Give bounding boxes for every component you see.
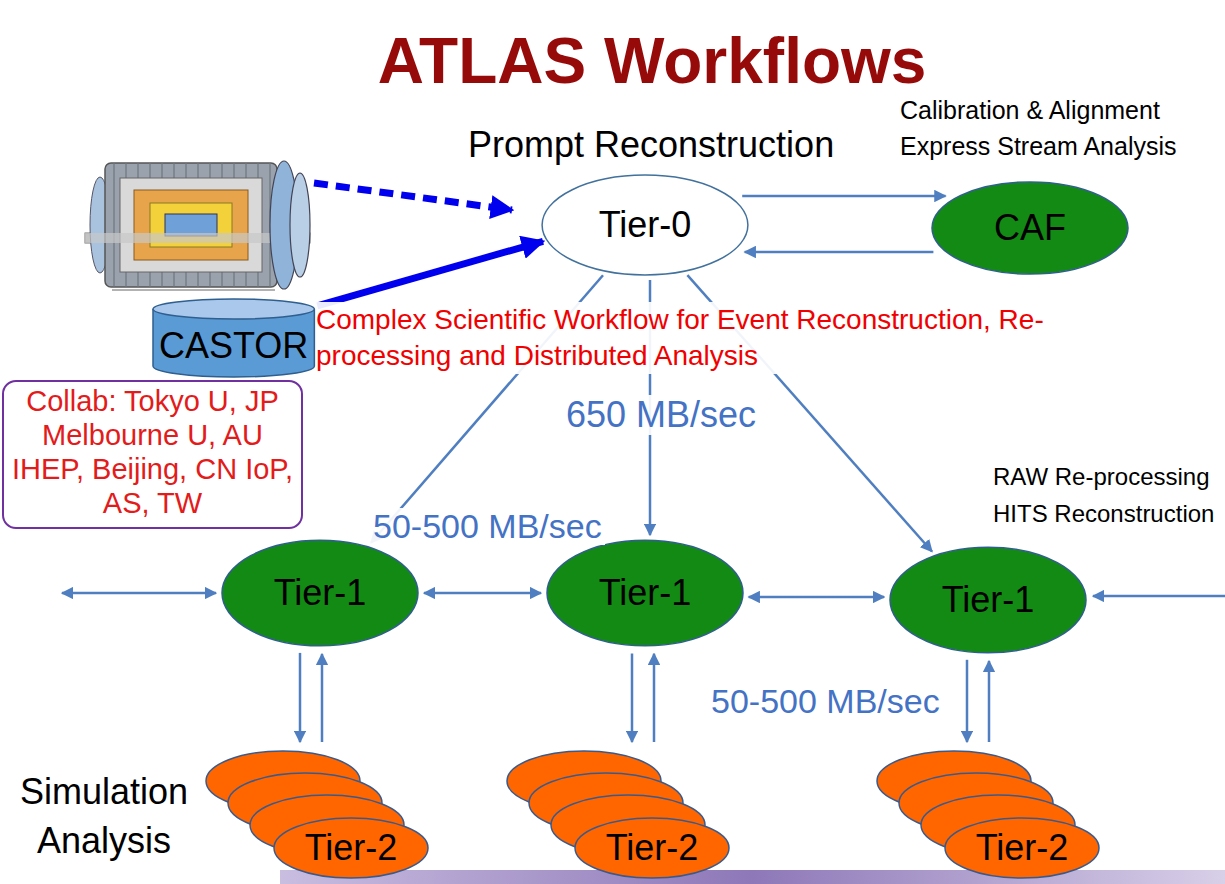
tier1-ellipse: Tier-1 — [220, 538, 420, 648]
ellipse-fill — [890, 547, 1086, 653]
node-text: Tier-2 — [305, 827, 398, 868]
connector-arrow — [742, 195, 945, 198]
connector-arrow — [966, 660, 969, 742]
tier0-ellipse: Tier-0 — [540, 173, 750, 277]
connector-arrow — [299, 653, 302, 742]
cylinder-top — [153, 299, 314, 319]
stage-heading: Prompt Reconstruction — [468, 124, 834, 165]
diagram-title: ATLAS Workflows — [252, 26, 1052, 96]
ellipse-fill — [932, 182, 1128, 274]
ellipse-fill — [542, 175, 748, 275]
workflow-note: Complex Scientific Workflow for Event Re… — [316, 302, 1086, 374]
detector-illustration-part — [112, 290, 275, 291]
tier2-stack: Tier-2 — [506, 748, 732, 880]
node-text: CAF — [994, 207, 1066, 248]
tier2-stack: Tier-2 — [876, 748, 1102, 880]
tier1-description: RAW Re-processing HITS Reconstruction — [993, 458, 1218, 532]
stack-ellipse — [274, 818, 428, 878]
bandwidth-label: 50-500 MB/sec — [370, 508, 605, 545]
castor-cylinder: CASTOR — [152, 298, 315, 378]
connector-arrow — [424, 592, 541, 595]
bandwidth-label: 650 MB/sec — [563, 395, 759, 435]
node-text: Tier-1 — [274, 572, 367, 613]
stack-ellipse — [575, 818, 729, 878]
node-text: Tier-1 — [942, 579, 1035, 620]
detector-illustration — [85, 161, 310, 290]
bandwidth-label: 50-500 MB/sec — [708, 683, 943, 720]
detector-illustration-part — [165, 214, 217, 236]
bottom-bar — [280, 870, 1225, 884]
tier2-description: Simulation Analysis — [6, 768, 202, 865]
tier1-ellipse: Tier-1 — [888, 545, 1088, 655]
connector-arrow — [321, 654, 324, 742]
connector-arrow — [745, 251, 934, 254]
tier2-stack: Tier-2 — [205, 748, 431, 880]
tier1-ellipse: Tier-1 — [545, 538, 745, 648]
side-arrow-left — [62, 592, 216, 595]
caf-ellipse: CAF — [930, 180, 1130, 276]
detector-illustration-part — [105, 163, 277, 287]
node-text: CASTOR — [159, 325, 308, 366]
ellipse-fill — [222, 540, 418, 646]
connector-arrow — [988, 661, 991, 742]
caf-description: Calibration & Alignment Express Stream A… — [900, 92, 1212, 165]
dashed-data-arrow — [314, 183, 512, 210]
ellipse-fill — [547, 540, 743, 646]
connector-arrow — [749, 596, 884, 599]
detector-illustration-part — [134, 190, 248, 260]
node-text: Tier-0 — [599, 204, 692, 245]
data-flow-arrow — [317, 241, 543, 305]
detector-illustration-part — [120, 178, 262, 272]
detector-illustration-part — [290, 173, 310, 277]
side-arrow-right — [1093, 595, 1225, 598]
connector-arrow — [631, 654, 634, 743]
detector-illustration-part — [105, 163, 277, 287]
node-text: Tier-2 — [606, 827, 699, 868]
node-text: Tier-2 — [976, 827, 1069, 868]
stack-ellipse — [945, 818, 1099, 878]
node-text: Collab: Tokyo U, JP Melbourne U, AU IHEP… — [9, 385, 296, 521]
connector-arrow — [653, 654, 656, 742]
collaboration-box: Collab: Tokyo U, JP Melbourne U, AU IHEP… — [2, 380, 303, 529]
node-text: Tier-1 — [599, 572, 692, 613]
